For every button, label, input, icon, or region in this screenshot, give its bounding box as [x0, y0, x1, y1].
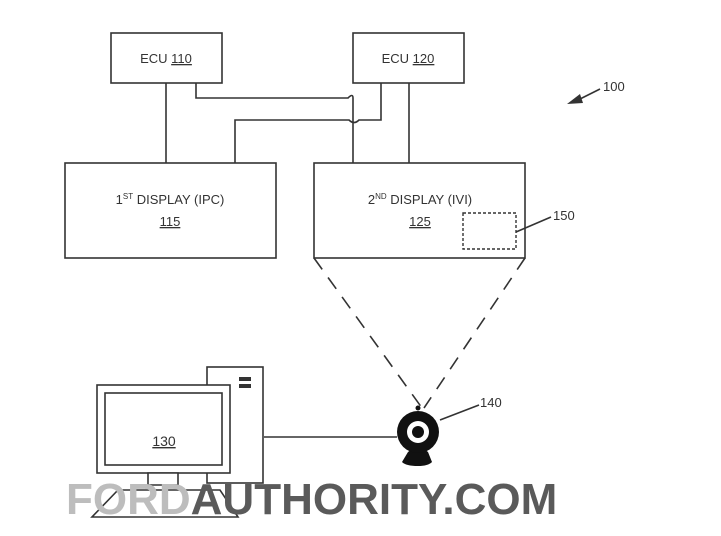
second-display-ref: 125: [409, 214, 431, 229]
display-region-150: [462, 212, 517, 250]
ecu-120-label: ECU 120: [382, 51, 435, 66]
camera-view-left: [313, 257, 423, 409]
system-ref: 100: [603, 79, 625, 94]
ecu120-to-display1-line: [234, 83, 382, 163]
second-display-label: 2ND DISPLAY (IVI): [368, 192, 472, 207]
first-display-ref: 115: [160, 214, 181, 229]
computer-ref: 130: [152, 433, 176, 449]
watermark-logo: FORDAUTHORITY.COM: [66, 475, 557, 524]
ecu110-to-display2-line: [195, 83, 354, 163]
second-display-box: [313, 162, 526, 259]
computer-icon: [90, 366, 264, 518]
camera-icon: [397, 405, 439, 466]
region-ref: 150: [553, 208, 575, 223]
system-arrow-icon: [567, 88, 601, 104]
ecu-110-label: ECU 110: [140, 51, 192, 66]
computer-tower-slots: [239, 377, 251, 388]
camera-ref: 140: [480, 395, 502, 410]
first-display-box: [64, 162, 277, 259]
camera-view-right: [423, 257, 526, 409]
leader-150: [515, 216, 552, 233]
leader-140: [439, 404, 480, 421]
first-display-label: 1ST DISPLAY (IPC): [116, 192, 225, 207]
